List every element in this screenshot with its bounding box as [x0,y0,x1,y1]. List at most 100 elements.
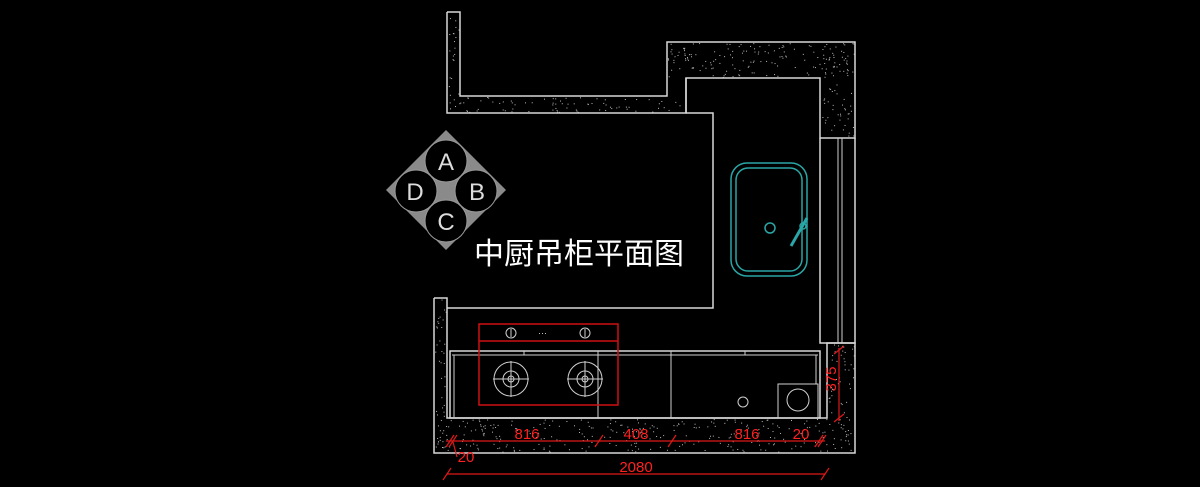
hatch-speck [807,434,809,436]
hatch-speck [734,421,736,423]
hatch-speck [663,107,665,109]
hatch-speck [774,63,776,65]
hatch-speck [791,420,793,422]
hatch-speck [823,99,825,101]
hatch-speck [610,106,612,108]
hatch-speck [734,68,736,70]
hatch-speck [623,432,625,434]
hatch-speck [779,56,781,58]
hatch-speck [836,360,838,362]
hatch-speck [793,48,795,50]
hatch-speck [740,44,742,46]
hatch-speck [668,109,670,111]
hatch-speck [671,69,673,71]
hatch-speck [438,360,440,362]
hatch-speck [828,59,830,61]
hatch-speck [723,75,725,77]
hatch-speck [511,420,513,422]
hatch-speck [445,311,447,313]
hatch-speck [580,419,582,421]
hatch-speck [726,419,728,421]
hatch-speck [692,43,694,45]
hatch-speck [844,44,846,46]
hatch-speck [781,47,783,49]
hatch-speck [849,388,851,390]
hatch-speck [838,422,840,424]
hatch-speck [437,321,439,323]
hatch-speck [760,61,762,63]
hatch-speck [743,451,745,453]
hatch-speck [470,445,472,447]
hatch-speck [741,52,743,54]
hatch-speck [824,431,826,433]
hatch-speck [472,419,474,421]
hatch-speck [561,103,563,105]
hatch-speck [660,437,662,439]
hatch-speck [670,43,672,45]
hatch-speck [820,450,822,452]
hatch-speck [841,404,843,406]
hatch-speck [576,110,578,112]
hatch-speck [844,364,846,366]
hatch-speck [516,428,518,430]
hatch-speck [698,441,700,443]
hatch-speck [803,429,805,431]
drawing-title: 中厨吊柜平面图 [474,237,684,272]
hatch-speck [691,67,693,69]
hatch-speck [832,355,834,357]
hatch-speck [442,447,444,449]
hatch-speck [514,104,516,106]
hatch-speck [850,110,852,112]
hatch-speck [658,107,660,109]
hatch-speck [835,46,837,48]
hatch-speck [635,431,637,433]
hatch-speck [624,98,626,100]
hatch-speck [714,51,716,53]
hatch-speck [849,383,851,385]
hatch-speck [640,431,642,433]
hatch-speck [847,429,849,431]
hatch-speck [611,108,613,110]
dim-segment-1: 816 [514,426,539,443]
hatch-speck [552,102,554,104]
hatch-speck [633,435,635,437]
hatch-speck [483,426,485,428]
hatch-speck [823,58,825,60]
hatch-speck [450,108,452,110]
hatch-speck [834,125,836,127]
hatch-speck [558,425,560,427]
hatch-speck [732,449,734,451]
hatch-speck [618,106,620,108]
hatch-speck [452,33,454,35]
hatch-speck [543,447,545,449]
hatch-speck [616,431,618,433]
hatch-speck [847,118,849,120]
hatch-speck [774,74,776,76]
hatch-speck [769,437,771,439]
hatch-speck [659,446,661,448]
hatch-speck [727,48,729,50]
hatch-speck [729,43,731,45]
hatch-speck [639,428,641,430]
hatch-speck [712,435,714,437]
hatch-speck [483,435,485,437]
hatch-speck [656,427,658,429]
hatch-speck [543,448,545,450]
hatch-speck [567,103,569,105]
hatch-speck [644,436,646,438]
hatch-speck [803,442,805,444]
hatch-speck [438,425,440,427]
hatch-speck [444,309,446,311]
hatch-speck [732,76,734,78]
hatch-speck [829,423,831,425]
hatch-speck [446,426,448,428]
hatch-speck [719,54,721,56]
hatch-speck [447,449,449,451]
hatch-speck [839,381,841,383]
hatch-speck [612,430,614,432]
hatch-speck [454,53,456,55]
hatch-speck [605,110,607,112]
hatch-speck [513,449,515,451]
hatch-speck [795,445,797,447]
hatch-speck [753,43,755,45]
